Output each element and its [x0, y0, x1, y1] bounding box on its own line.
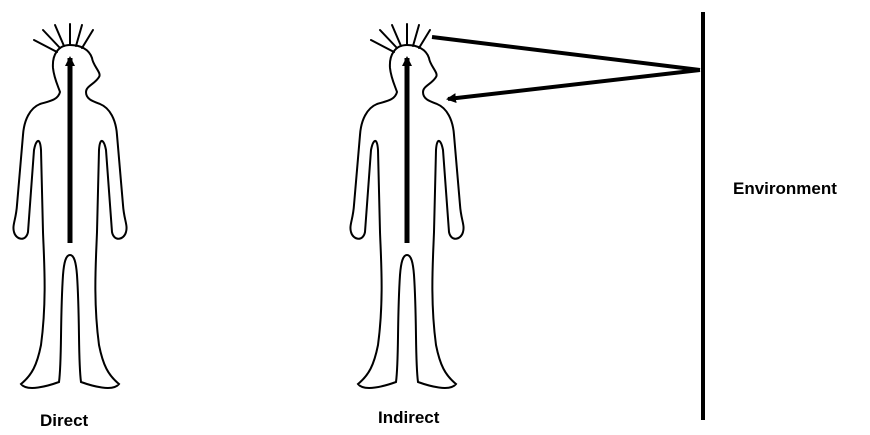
outgoing-ray — [432, 37, 700, 70]
direct-figure — [13, 24, 126, 388]
direct-label: Direct — [40, 412, 88, 429]
reflected-ray-arrow-icon — [448, 70, 700, 99]
indirect-label: Indirect — [378, 409, 439, 426]
environment-label: Environment — [733, 180, 837, 197]
indirect-figure — [350, 24, 463, 388]
